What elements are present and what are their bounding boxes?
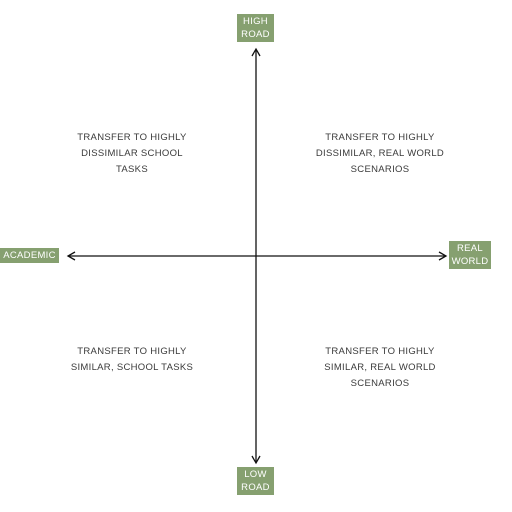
arrowhead-up bbox=[251, 47, 261, 57]
quadrant-text-line: TRANSFER TO HIGHLY bbox=[77, 346, 187, 357]
quadrant-text-line: SCENARIOS bbox=[350, 378, 410, 389]
quadrant-text-line: TASKS bbox=[116, 164, 148, 175]
real-world-label-line: WORLD bbox=[451, 256, 489, 267]
high-road-label: HIGH ROAD bbox=[237, 14, 274, 42]
high-road-label-line: HIGH bbox=[243, 16, 268, 27]
quadrant-top-right-text: TRANSFER TO HIGHLY DISSIMILAR, REAL WORL… bbox=[310, 130, 450, 178]
quadrant-text-line: TRANSFER TO HIGHLY bbox=[325, 346, 435, 357]
quadrant-bottom-left-text: TRANSFER TO HIGHLY SIMILAR, SCHOOL TASKS bbox=[62, 344, 202, 376]
quadrant-text-line: SIMILAR, SCHOOL TASKS bbox=[70, 362, 194, 373]
real-world-label-line: REAL bbox=[456, 243, 484, 254]
academic-label: ACADEMIC bbox=[0, 248, 59, 263]
quadrant-text-line: SIMILAR, REAL WORLD bbox=[324, 362, 436, 373]
quadrant-text-line: SCENARIOS bbox=[350, 164, 410, 175]
low-road-label-line: LOW bbox=[244, 469, 267, 480]
arrowhead-right bbox=[438, 251, 448, 261]
low-road-label: LOW ROAD bbox=[237, 467, 274, 495]
academic-label-line: ACADEMIC bbox=[3, 250, 56, 261]
real-world-label: REAL WORLD bbox=[449, 241, 491, 269]
arrowhead-down bbox=[251, 455, 261, 465]
quadrant-text-line: DISSIMILAR SCHOOL bbox=[81, 148, 183, 159]
quadrant-top-left-text: TRANSFER TO HIGHLY DISSIMILAR SCHOOL TAS… bbox=[62, 130, 202, 178]
quadrant-text-line: DISSIMILAR, REAL WORLD bbox=[315, 148, 445, 159]
quadrant-bottom-right-text: TRANSFER TO HIGHLY SIMILAR, REAL WORLD S… bbox=[310, 344, 450, 392]
high-road-label-line: ROAD bbox=[241, 29, 270, 40]
low-road-label-line: ROAD bbox=[241, 482, 270, 493]
arrowhead-left bbox=[66, 251, 76, 261]
quadrant-text-line: TRANSFER TO HIGHLY bbox=[325, 132, 435, 143]
quadrant-text-line: TRANSFER TO HIGHLY bbox=[77, 132, 187, 143]
